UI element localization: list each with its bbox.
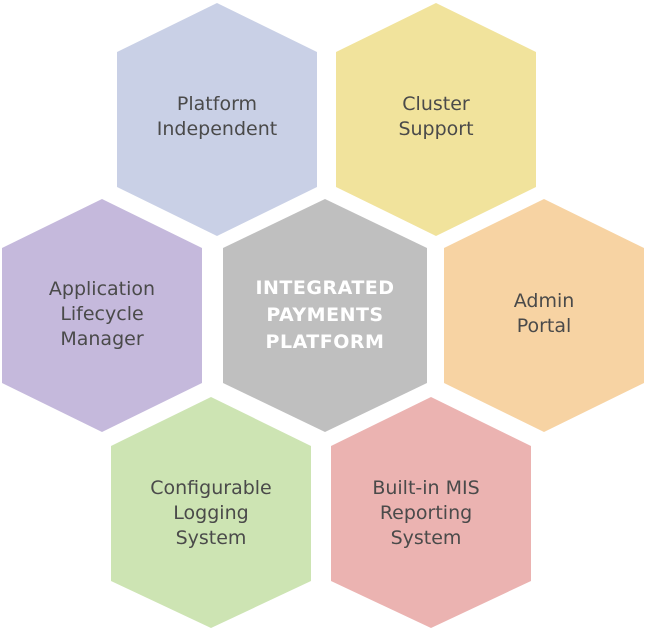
hex-application-lifecycle-manager bbox=[2, 199, 202, 432]
label-line: Application bbox=[48, 277, 156, 300]
label-line: Manager bbox=[60, 327, 144, 350]
hex-platform-independent bbox=[117, 3, 317, 236]
cluster-support-label: Cluster Support bbox=[346, 62, 526, 172]
label-line: Logging bbox=[173, 501, 249, 524]
integrated-payments-platform-label: INTEGRATED PAYMENTS PLATFORM bbox=[235, 260, 415, 370]
application-lifecycle-manager-label: Application Lifecycle Manager bbox=[12, 259, 192, 369]
platform-independent-label: Platform Independent bbox=[127, 62, 307, 172]
label-line: Independent bbox=[156, 118, 278, 140]
label-line: Reporting bbox=[379, 501, 473, 524]
builtin-mis-reporting-system-label: Built-in MIS Reporting System bbox=[336, 458, 516, 568]
hex-builtin-mis-reporting-system bbox=[331, 397, 531, 628]
label-line: PAYMENTS bbox=[266, 303, 384, 326]
label-line: Admin bbox=[513, 290, 575, 312]
hex-admin-portal bbox=[444, 199, 644, 432]
label-line: Cluster bbox=[402, 93, 470, 115]
label-line: System bbox=[175, 526, 247, 549]
admin-portal-label: Admin Portal bbox=[454, 259, 634, 369]
label-line: PLATFORM bbox=[265, 330, 385, 353]
label-line: Built-in MIS bbox=[372, 476, 480, 499]
label-line: Portal bbox=[516, 315, 572, 337]
hex-integrated-payments-platform bbox=[223, 199, 427, 432]
label-line: Configurable bbox=[150, 476, 272, 499]
label-line: Lifecycle bbox=[60, 302, 144, 325]
configurable-logging-system-label: Configurable Logging System bbox=[121, 458, 301, 568]
hex-configurable-logging-system bbox=[111, 397, 311, 628]
label-line: System bbox=[390, 526, 462, 549]
label-line: Support bbox=[398, 118, 474, 140]
hex-cluster-support bbox=[336, 3, 536, 236]
label-line: Platform bbox=[176, 93, 258, 115]
label-line: INTEGRATED bbox=[255, 276, 395, 299]
